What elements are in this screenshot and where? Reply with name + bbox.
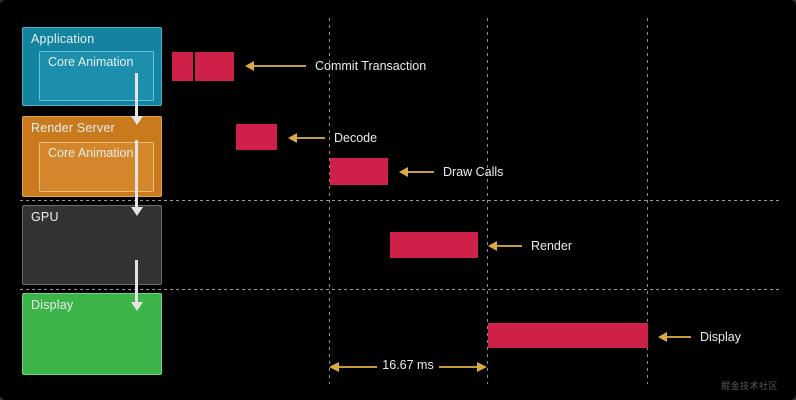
- callout-label-render: Render: [531, 239, 572, 253]
- lane-application: Application Core Animation: [22, 27, 162, 106]
- task-bar-draw-calls: [330, 158, 388, 185]
- task-bar-decode: [236, 124, 277, 150]
- callout-arrow-left-icon-render: [488, 241, 497, 251]
- callout-arrow-left-icon-commit: [245, 61, 254, 71]
- lane-render-server: Render Server Core Animation: [22, 116, 162, 197]
- lane-label-display: Display: [31, 298, 74, 312]
- callout-render: Render: [488, 238, 572, 254]
- callout-line-display: [667, 336, 691, 338]
- lane-label-application: Application: [31, 32, 95, 46]
- measure-label-frame-duration: 16.67 ms: [377, 358, 439, 372]
- flow-arrow-down-icon-app-to-render: [135, 73, 138, 117]
- callout-label-draw-calls: Draw Calls: [443, 165, 504, 179]
- lane-gpu: GPU: [22, 205, 162, 285]
- task-bar-render: [390, 232, 478, 258]
- frame-duration-measure: 16.67 ms: [329, 358, 487, 374]
- callout-label-display: Display: [700, 330, 741, 344]
- task-bar-commit-transaction-b: [195, 52, 234, 81]
- callout-arrow-left-icon-draw-calls: [399, 167, 408, 177]
- gridline-2: [487, 18, 488, 384]
- core-animation-label-application: Core Animation: [48, 55, 134, 69]
- callout-arrow-left-icon-decode: [288, 133, 297, 143]
- lane-label-render-server: Render Server: [31, 121, 115, 135]
- flow-arrow-down-icon-render-to-gpu: [135, 140, 138, 208]
- callout-line-draw-calls: [408, 171, 434, 173]
- task-bar-commit-transaction-a: [172, 52, 193, 81]
- measure-arrow-left-icon: [329, 362, 339, 372]
- task-bar-display: [488, 323, 648, 348]
- callout-line-decode: [297, 137, 325, 139]
- callout-decode: Decode: [288, 130, 377, 146]
- gridline-3: [647, 18, 648, 384]
- callout-label-commit-transaction: Commit Transaction: [315, 59, 427, 73]
- callout-label-decode: Decode: [334, 131, 378, 145]
- callout-line-commit: [254, 65, 306, 67]
- watermark: 掘金技术社区: [720, 381, 778, 391]
- callout-display: Display: [658, 329, 741, 345]
- measure-line-left: [339, 366, 377, 368]
- callout-draw-calls: Draw Calls: [399, 164, 503, 180]
- callout-commit-transaction: Commit Transaction: [245, 58, 426, 74]
- callout-arrow-left-icon-display: [658, 332, 667, 342]
- flow-arrow-down-icon-gpu-to-display: [135, 260, 138, 303]
- measure-line-right: [439, 366, 477, 368]
- gridline-1: [329, 18, 330, 384]
- measure-arrow-right-icon: [477, 362, 487, 372]
- callout-line-render: [497, 245, 522, 247]
- lane-separator-display: [20, 289, 780, 290]
- lane-separator-gpu: [20, 200, 780, 201]
- lane-label-gpu: GPU: [31, 210, 59, 224]
- core-animation-label-render-server: Core Animation: [48, 146, 134, 160]
